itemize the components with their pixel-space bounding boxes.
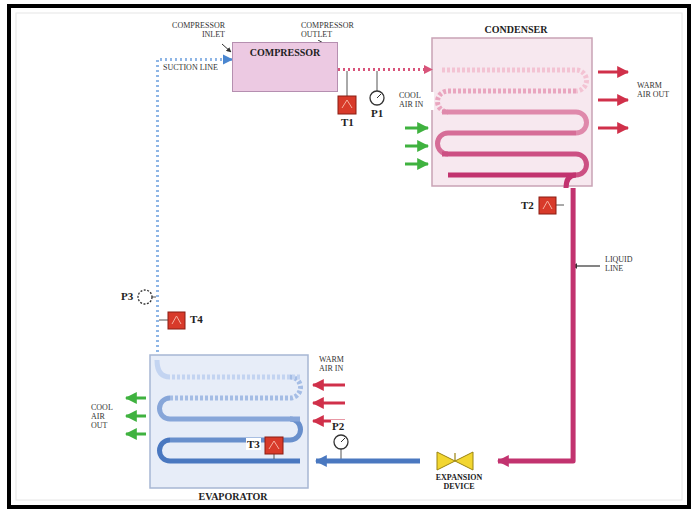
- air-arrow: [313, 384, 345, 387]
- condenser-coil: [442, 154, 586, 175]
- sensor-number: T1: [340, 116, 355, 128]
- frame: [9, 6, 689, 507]
- component-name: EVAPORATOR: [150, 491, 316, 502]
- sensor-number: T4: [189, 313, 204, 325]
- air-label: COOL AIR IN: [398, 92, 434, 110]
- condenser-coil: [438, 91, 577, 112]
- evaporator-coil: [160, 398, 300, 419]
- port-label: COMPRESSOR OUTLET: [300, 22, 364, 40]
- gauge-stem: [377, 71, 378, 91]
- sensor-stem: [556, 205, 564, 206]
- sensor-number: T3: [246, 438, 261, 450]
- expansion-device: EXPANSION DEVICE: [420, 449, 498, 501]
- leader-line: [572, 265, 600, 266]
- sensor-number: P2: [331, 420, 345, 432]
- refrigerant-line: [316, 459, 420, 464]
- sensor-mark: [269, 441, 279, 449]
- condenser-box: CONDENSER: [432, 24, 600, 188]
- temperature-sensor: [265, 437, 283, 454]
- condenser-coil: [438, 133, 577, 154]
- port-label: COMPRESSOR INLET: [164, 22, 226, 40]
- air-arrow: [313, 402, 345, 405]
- evaporator-housing: [150, 355, 308, 488]
- condenser-housing: [432, 38, 592, 186]
- gauge-needle: [341, 438, 345, 442]
- sensor-number: P1: [370, 107, 384, 119]
- component-name: EXPANSION DEVICE: [420, 474, 498, 492]
- line-label: LIQUID LINE: [604, 256, 646, 274]
- air-arrow: [598, 99, 628, 102]
- temperature-sensor: [539, 197, 556, 214]
- valve-stem: [454, 453, 455, 461]
- valve-symbol: [435, 450, 475, 472]
- sensor-stem: [274, 454, 275, 459]
- air-arrow: [405, 163, 428, 166]
- condenser-coil: [442, 112, 587, 133]
- sensor-mark: [543, 201, 552, 209]
- component-name: CONDENSER: [432, 24, 600, 35]
- temperature-sensor: [168, 312, 185, 329]
- coils: [157, 70, 587, 461]
- gauge-needle: [377, 94, 381, 98]
- air-arrow: [126, 397, 146, 400]
- compressor-box: COMPRESSOR: [232, 42, 338, 92]
- pressure-gauge: [370, 91, 384, 105]
- refrigerant-line: [338, 68, 432, 71]
- air-arrow: [126, 415, 146, 418]
- sensor-number: P3: [120, 290, 134, 302]
- air-label: WARM AIR IN: [318, 356, 354, 374]
- evaporator-coil: [157, 360, 170, 377]
- inner-frame: [16, 13, 682, 500]
- pressure-gauge: [334, 435, 348, 449]
- gauge-stem: [341, 449, 342, 459]
- evaporator-box: EVAPORATOR: [150, 352, 316, 502]
- condenser-coil: [566, 175, 576, 188]
- sensor-mark: [342, 100, 352, 108]
- evaporator-coil: [170, 377, 301, 398]
- air-arrow: [598, 71, 628, 74]
- component-name: COMPRESSOR: [233, 47, 337, 58]
- condenser-coil: [442, 70, 587, 91]
- air-label: COOL AIR OUT: [90, 404, 124, 430]
- valve-body: [437, 452, 473, 470]
- evaporator-coil: [170, 375, 300, 380]
- sensor-stem: [347, 71, 348, 96]
- temperature-sensor: [338, 96, 356, 114]
- air-arrow: [126, 433, 146, 436]
- air-arrow: [405, 127, 428, 130]
- air-label: WARM AIR OUT: [636, 82, 678, 100]
- refrigerant-line: [498, 188, 573, 461]
- sensor-stem: [159, 320, 168, 321]
- sensor-mark: [172, 316, 181, 324]
- air-arrow: [405, 145, 428, 148]
- leader-line: [222, 44, 231, 52]
- pressure-gauge: [138, 290, 152, 304]
- refrigerant-line: [158, 60, 233, 353]
- condenser-coil: [448, 173, 576, 178]
- line-label: SUCTION LINE: [162, 64, 219, 73]
- air-arrow: [598, 127, 628, 130]
- sensor-number: T2: [520, 199, 535, 211]
